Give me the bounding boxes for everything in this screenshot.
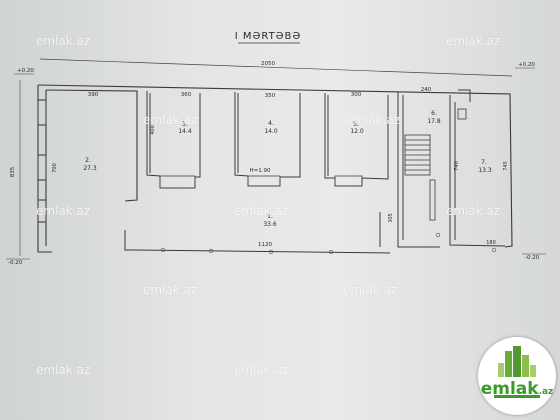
elevation-top-left: +0.20 — [17, 68, 34, 74]
room-2-number: 2. — [85, 157, 91, 164]
room-2-side: 700 — [52, 163, 58, 173]
room-3-width: 360 — [181, 92, 192, 98]
room-2-width: 390 — [88, 92, 99, 98]
room-4-height-note: H=1.90 — [250, 168, 271, 174]
room-3-number: 3. — [182, 121, 188, 128]
logo-name: emlak — [480, 379, 539, 399]
room-4-number: 4. — [268, 120, 274, 127]
windows — [37, 99, 363, 223]
room-6-area: 17.8 — [427, 118, 441, 125]
top-dimension-line — [39, 58, 513, 77]
room-7-width: 180 — [486, 240, 496, 246]
top-dimension-label: 2050 — [261, 61, 275, 67]
room-5-area: 12.0 — [350, 128, 364, 135]
elevation-top-right: +0.20 — [518, 62, 535, 68]
room-7-area: 13.3 — [478, 167, 492, 174]
watermark-text: emlak.az — [346, 113, 401, 127]
room-7-side: 740 — [454, 161, 460, 171]
watermark-text: emlak.az — [143, 283, 198, 297]
watermark-text: emlak.az — [234, 204, 289, 218]
room-6-width: 240 — [421, 87, 432, 93]
elevation-bottom-right: -0.20 — [525, 255, 540, 261]
room-1-area: 33.6 — [263, 221, 277, 228]
plan-title: I MƏRTƏBƏ — [235, 31, 302, 42]
watermark-text: emlak.az — [36, 363, 91, 377]
room-4-area: 14.0 — [264, 128, 278, 135]
buildings-icon — [494, 346, 540, 398]
room-3-side: 400 — [150, 125, 156, 135]
watermark-text: emlak.az — [446, 34, 501, 48]
room-6-side: 305 — [388, 213, 394, 223]
left-dimension-label: 835 — [10, 166, 16, 177]
logo-tld: .az — [538, 387, 554, 397]
room-7-side-outer: 745 — [503, 161, 509, 171]
watermark-text: emlak.az — [36, 204, 91, 218]
emlak-logo: emlak.az — [478, 337, 556, 415]
staircase — [404, 108, 467, 221]
watermark-text: emlak.az — [234, 363, 289, 377]
room-2-area: 27.3 — [83, 165, 97, 172]
room-4-width: 350 — [265, 93, 276, 99]
logo-wordmark: emlak.az — [478, 379, 556, 399]
room-7-number: 7. — [481, 159, 487, 166]
room-3-area: 14.4 — [178, 128, 192, 135]
facade-markers — [160, 232, 497, 255]
room-5-number: 5. — [353, 121, 359, 128]
room-5-width: 300 — [351, 92, 362, 98]
watermark-text: emlak.az — [143, 113, 198, 127]
room-1-number: 1. — [267, 213, 273, 220]
elevation-bottom-left: -0.20 — [8, 260, 23, 266]
bottom-dimension-label: 1120 — [258, 242, 272, 248]
room-labels: 390 2. 27.3 700 360 3. 14.4 400 350 4. 1… — [52, 87, 509, 248]
room-6-number: 6. — [431, 110, 437, 117]
watermark-text: emlak.az — [446, 204, 501, 218]
watermark-text: emlak.az — [36, 34, 91, 48]
watermark-text: emlak.az — [343, 283, 398, 297]
